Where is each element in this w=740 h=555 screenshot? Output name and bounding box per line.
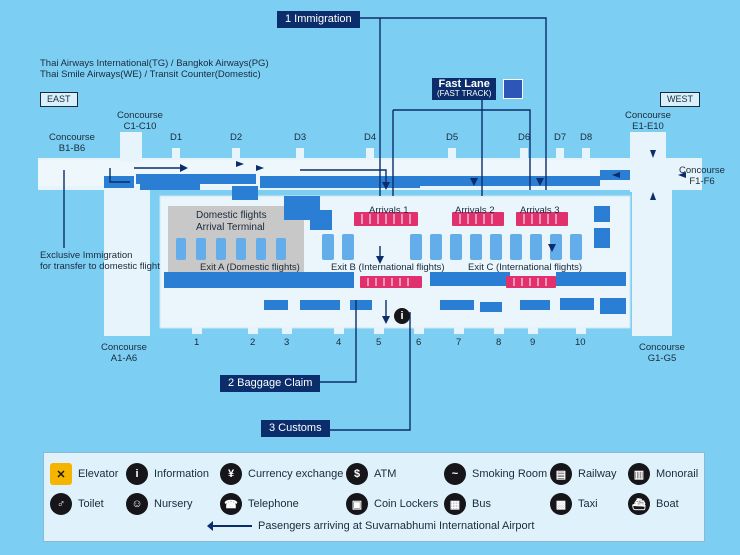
- bottom-door-stubs: [192, 326, 586, 334]
- terminal-map: [38, 17, 702, 431]
- arrivals-2-label: Arrivals 2: [455, 205, 495, 216]
- gate-d1-label: D1: [170, 132, 183, 143]
- information-icon: i: [126, 463, 148, 485]
- exit-b-label: Exit B (International flights): [331, 262, 445, 273]
- currency-exchange-icon: ¥: [220, 463, 242, 485]
- gate-d8-label: D8: [580, 132, 593, 143]
- information-point-glyph: i: [400, 310, 404, 322]
- step-immigration: 1 Immigration: [277, 11, 360, 28]
- railway-icon: ▤: [550, 463, 572, 485]
- legend-monorail: ▥ Monorail: [628, 463, 698, 485]
- legend-coin-lockers: ▣ Coin Lockers: [346, 493, 438, 515]
- legend-taxi: ▩ Taxi: [550, 493, 598, 515]
- east-direction-label: EAST: [40, 92, 78, 107]
- gate-d4-label: D4: [364, 132, 377, 143]
- legend-bus: ▦ Bus: [444, 493, 491, 515]
- legend-toilet: ♂ Toilet: [50, 493, 104, 515]
- legend-railway: ▤ Railway: [550, 463, 617, 485]
- legend-smoking-room: ~ Smoking Room: [444, 463, 547, 485]
- route-arrows: [180, 150, 686, 324]
- legend-atm: $ ATM: [346, 463, 396, 485]
- boat-icon: ⛴: [628, 493, 650, 515]
- fast-lane-label: Fast Lane (FAST TRACK): [432, 78, 497, 100]
- west-direction-label: WEST: [660, 92, 700, 107]
- gate-d5-label: D5: [446, 132, 459, 143]
- legend-telephone: ☎ Telephone: [220, 493, 299, 515]
- door-6-label: 6: [416, 337, 422, 348]
- arrivals-1-label: Arrivals 1: [369, 205, 409, 216]
- elevator-icon: ✕: [50, 463, 72, 485]
- baggage-belts: [176, 234, 582, 260]
- nursery-icon: ☺: [126, 493, 148, 515]
- concourse-a-pier: [104, 186, 150, 336]
- atm-icon: $: [346, 463, 368, 485]
- concourse-c-pier: [120, 132, 142, 162]
- monorail-icon: ▥: [628, 463, 650, 485]
- gate-d6-label: D6: [518, 132, 531, 143]
- legend-route-note: Pasengers arriving at Suvarnabhumi Inter…: [207, 520, 534, 532]
- legend-nursery: ☺ Nursery: [126, 493, 193, 515]
- passenger-routes: [63, 17, 547, 431]
- smoking-room-icon: ~: [444, 463, 466, 485]
- route-arrow-icon: [207, 521, 252, 531]
- counter-dividers: [361, 214, 557, 286]
- step-baggage-claim: 2 Baggage Claim: [220, 375, 321, 392]
- door-10-label: 10: [575, 337, 586, 348]
- door-5-label: 5: [376, 337, 382, 348]
- door-3-label: 3: [284, 337, 290, 348]
- door-9-label: 9: [530, 337, 536, 348]
- arrivals-3-label: Arrivals 3: [520, 205, 560, 216]
- gate-d2-label: D2: [230, 132, 243, 143]
- legend-information: i Information: [126, 463, 209, 485]
- step-customs: 3 Customs: [261, 420, 330, 437]
- gate-d7-label: D7: [554, 132, 567, 143]
- legend-currency-exchange: ¥ Currency exchange: [220, 463, 343, 485]
- bus-icon: ▦: [444, 493, 466, 515]
- door-2-label: 2: [250, 337, 256, 348]
- legend-elevator: ✕ Elevator: [50, 463, 118, 485]
- airlines-line-1: Thai Airways International(TG) / Bangkok…: [40, 58, 269, 69]
- airlines-line-2: Thai Smile Airways(WE) / Transit Counter…: [40, 69, 261, 80]
- telephone-icon: ☎: [220, 493, 242, 515]
- legend-boat: ⛴ Boat: [628, 493, 679, 515]
- map-legend: ✕ Elevator i Information ¥ Currency exch…: [43, 452, 705, 542]
- door-8-label: 8: [496, 337, 502, 348]
- door-7-label: 7: [456, 337, 462, 348]
- door-4-label: 4: [336, 337, 342, 348]
- toilet-icon: ♂: [50, 493, 72, 515]
- gate-stubs: [172, 148, 590, 160]
- coin-lockers-icon: ▣: [346, 493, 368, 515]
- information-point-icon[interactable]: [394, 308, 410, 324]
- exit-c-label: Exit C (International flights): [468, 262, 583, 273]
- taxi-icon: ▩: [550, 493, 572, 515]
- exit-a-label: Exit A (Domestic flights): [200, 262, 300, 273]
- gate-d3-label: D3: [294, 132, 307, 143]
- door-1-label: 1: [194, 337, 200, 348]
- fast-track-badge-icon: [503, 79, 523, 99]
- concourse-g-pier: [632, 186, 672, 336]
